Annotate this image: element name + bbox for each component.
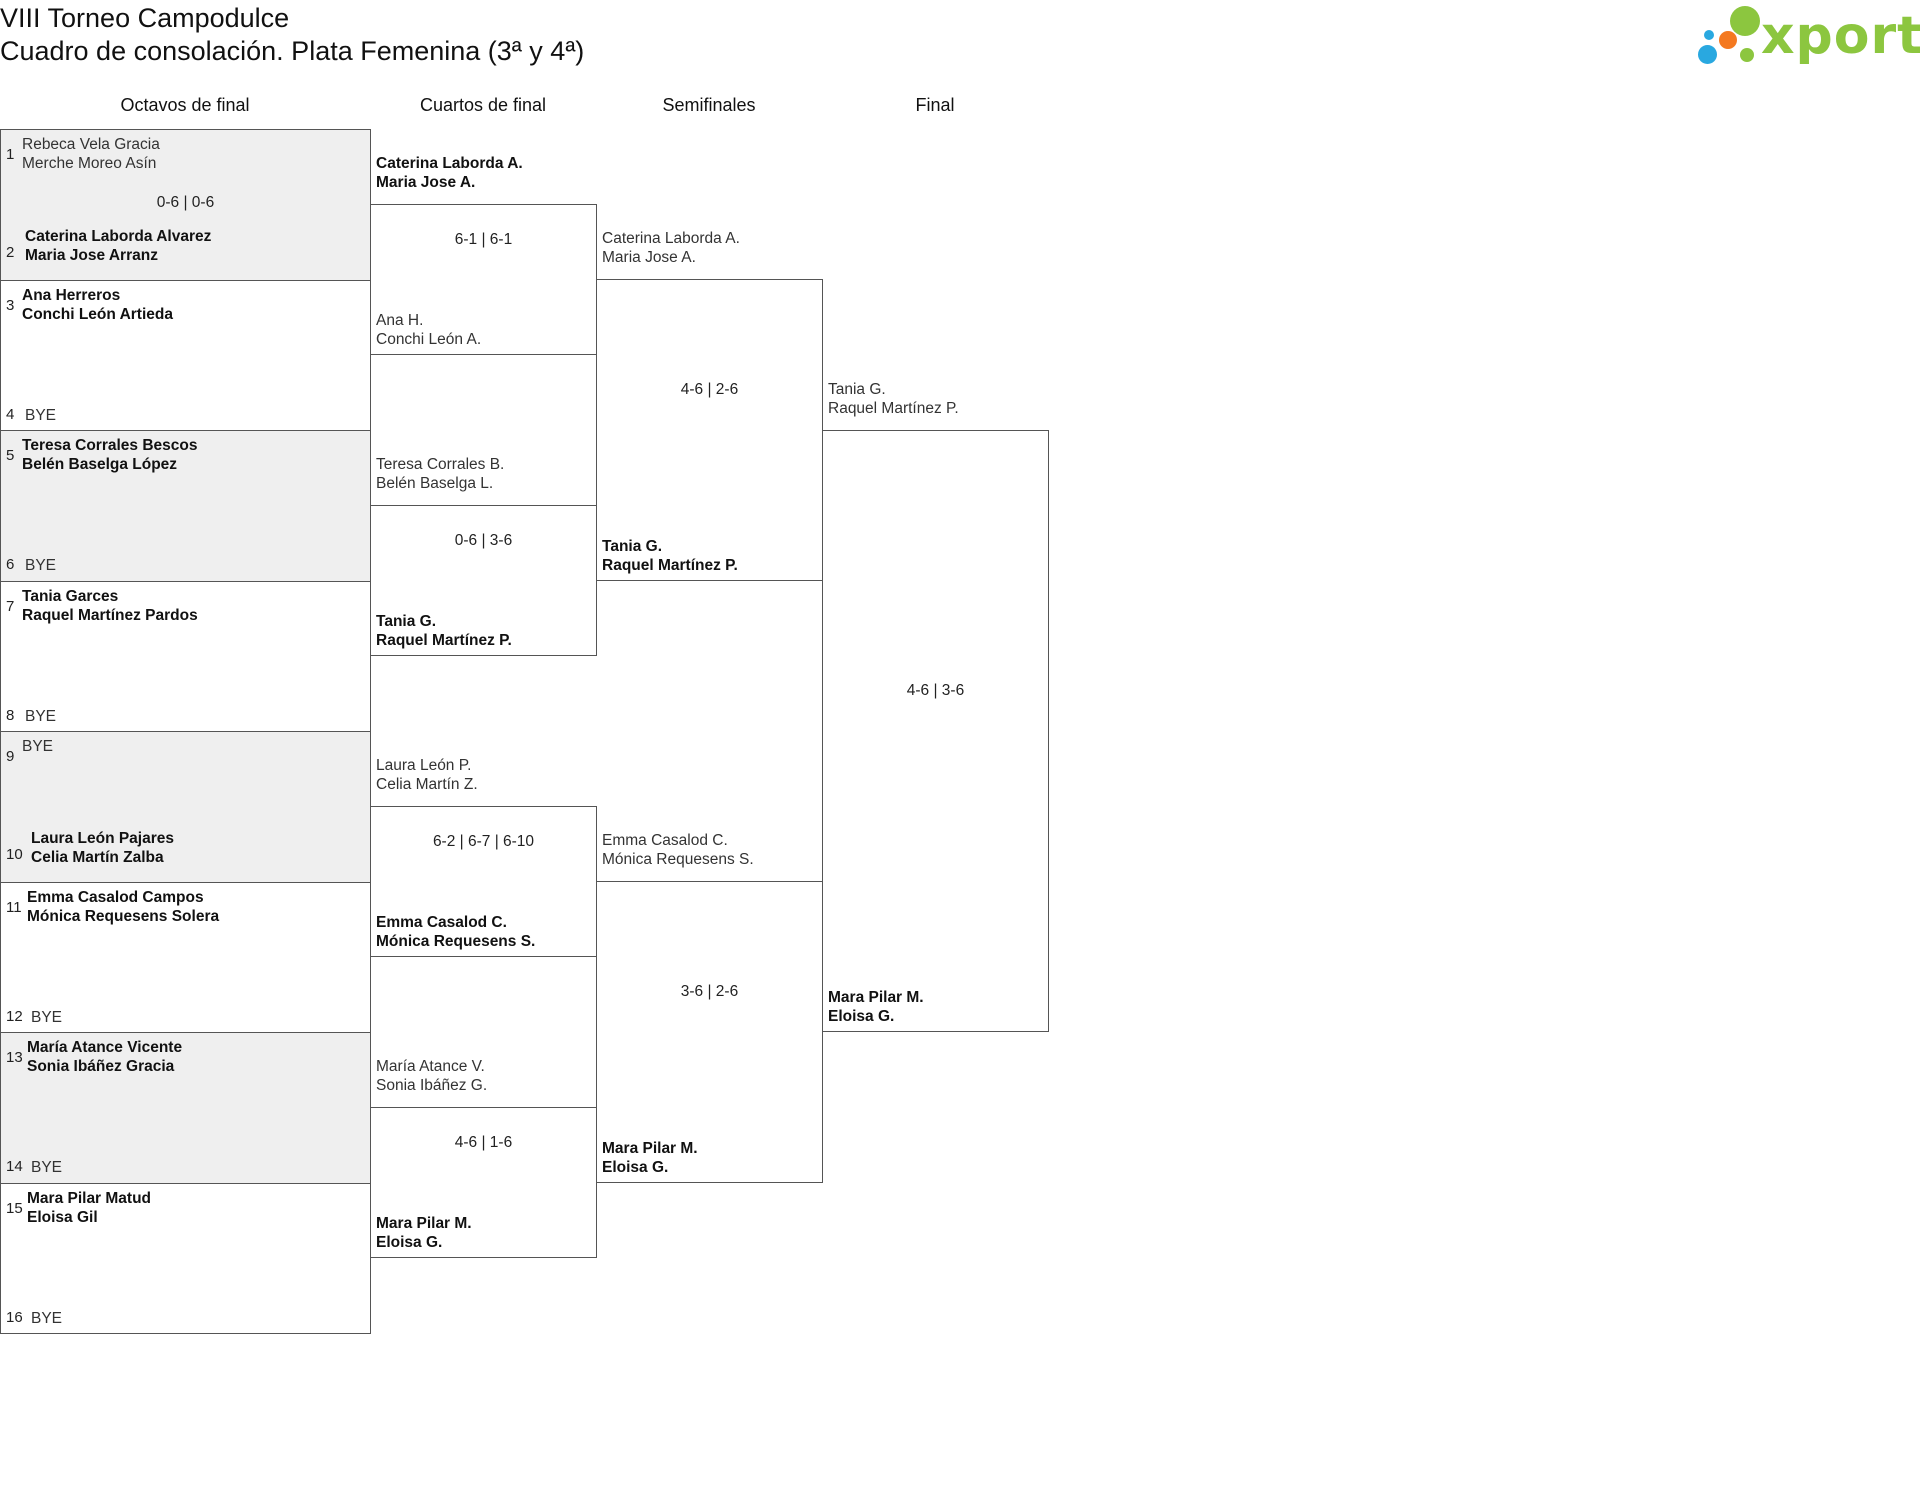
cuartos-score: 6-2 | 6-7 | 6-10 [432, 833, 535, 850]
octavos-match-box[interactable] [0, 1182, 371, 1334]
cuartos-team-b-player-2: Mónica Requesens S. [376, 933, 536, 950]
team-a-player-2: Sonia Ibáñez Gracia [27, 1058, 175, 1075]
semis-match-box[interactable] [596, 881, 823, 1183]
team-b-player-1: BYE [31, 1309, 63, 1327]
page-subtitle: Cuadro de consolación. Plata Femenina (3… [0, 36, 585, 66]
seed-number: 12 [6, 1007, 23, 1025]
cuartos-team-a-player-2: Celia Martín Z. [376, 776, 478, 793]
final-team-a-player-2: Raquel Martínez P. [828, 400, 959, 417]
seed-number: 8 [6, 706, 15, 724]
logo-dot-green [1730, 6, 1760, 36]
round-header-final: Final [915, 95, 955, 115]
team-a-player-1: BYE [22, 738, 54, 755]
team-a-player-2: Eloisa Gil [27, 1208, 98, 1226]
final-team-a-player-1: Tania G. [828, 381, 886, 398]
seed-number: 15 [6, 1199, 23, 1217]
final-team-b-player-2: Eloisa G. [828, 1008, 895, 1025]
team-a-player-2: Conchi León Artieda [22, 305, 173, 323]
cuartos-team-a-player-2: Belén Baselga L. [376, 475, 494, 492]
team-a-player-1: Teresa Corrales Bescos [22, 437, 198, 454]
octavos-match-box[interactable] [0, 129, 371, 281]
semis-score: 4-6 | 2-6 [680, 381, 739, 398]
round-header-cuartos: Cuartos de final [419, 95, 547, 115]
final-team-b-player-1: Mara Pilar M. [828, 989, 924, 1006]
cuartos-team-a-player-2: Maria Jose A. [376, 174, 476, 191]
cuartos-team-b-player-1: Mara Pilar M. [376, 1215, 472, 1232]
seed-number: 10 [6, 846, 23, 863]
semis-team-b-player-1: Tania G. [602, 538, 663, 555]
round-header-semis: Semifinales [662, 95, 756, 115]
seed-number: 6 [6, 556, 15, 573]
seed-number: 3 [6, 296, 15, 314]
team-a-player-1: Ana Herreros [22, 286, 121, 304]
round-header-octavos: Octavos de final [120, 95, 250, 115]
xporty-logo: xporty [1695, 2, 1920, 70]
team-b-player-1: Laura León Pajares [31, 830, 175, 847]
team-a-player-2: Belén Baselga López [22, 456, 178, 473]
team-b-player-1: BYE [25, 557, 57, 574]
team-b-player-1: BYE [31, 1008, 63, 1026]
team-b-player-1: Caterina Laborda Alvarez [25, 228, 212, 245]
page-title: VIII Torneo Campodulce [0, 3, 290, 33]
team-a-player-1: Mara Pilar Matud [27, 1189, 152, 1207]
seed-number: 2 [6, 244, 15, 261]
team-a-player-2: Raquel Martínez Pardos [22, 606, 198, 624]
cuartos-team-a-player-1: Caterina Laborda A. [376, 155, 523, 172]
seed-number: 4 [6, 405, 15, 423]
seed-number: 5 [6, 447, 15, 464]
semis-team-a-player-1: Emma Casalod C. [602, 832, 728, 849]
seed-number: 9 [6, 748, 15, 765]
team-a-player-2: Merche Moreo Asín [22, 155, 157, 172]
octavos-match-box[interactable] [0, 731, 371, 883]
team-b-player-2: Celia Martín Zalba [31, 849, 164, 866]
cuartos-team-b-player-2: Raquel Martínez P. [376, 632, 512, 649]
logo-dot-orange [1719, 31, 1737, 49]
seed-number: 11 [6, 898, 22, 916]
cuartos-team-a-player-1: Teresa Corrales B. [376, 456, 505, 473]
seed-number: 16 [6, 1308, 23, 1326]
team-a-player-1: Emma Casalod Campos [27, 888, 204, 906]
cuartos-team-a-player-1: Laura León P. [376, 757, 472, 774]
semis-team-a-player-1: Caterina Laborda A. [602, 230, 740, 247]
cuartos-team-a-player-2: Sonia Ibáñez G. [376, 1077, 488, 1094]
seed-number: 14 [6, 1158, 23, 1175]
semis-score: 3-6 | 2-6 [680, 983, 739, 1000]
team-b-player-1: BYE [25, 707, 57, 725]
cuartos-team-b-player-1: Ana H. [376, 312, 424, 329]
cuartos-score: 6-1 | 6-1 [454, 231, 513, 248]
final-score: 4-6 | 3-6 [906, 682, 965, 699]
cuartos-team-a-player-1: María Atance V. [376, 1058, 485, 1075]
team-a-player-1: Tania Garces [22, 587, 119, 605]
cuartos-team-b-player-1: Tania G. [376, 613, 437, 630]
cuartos-team-b-player-2: Conchi León A. [376, 331, 482, 348]
seed-number: 13 [6, 1049, 23, 1066]
team-b-player-1: BYE [31, 1159, 63, 1176]
logo-dot-blue [1698, 45, 1717, 64]
final-match-box[interactable] [822, 430, 1049, 1032]
team-b-player-2: Maria Jose Arranz [25, 247, 158, 264]
octavos-match-box[interactable] [0, 1032, 371, 1184]
seed-number: 7 [6, 597, 15, 615]
semis-team-b-player-2: Eloisa G. [602, 1159, 669, 1176]
team-a-player-1: Rebeca Vela Gracia [22, 136, 160, 153]
octavos-match-box[interactable] [0, 430, 371, 582]
team-a-player-1: María Atance Vicente [27, 1039, 183, 1056]
logo-dot-small-green [1740, 48, 1754, 62]
logo-dot-small-blue [1704, 30, 1714, 40]
seed-number: 1 [6, 146, 15, 163]
cuartos-score: 0-6 | 3-6 [454, 532, 513, 549]
team-a-player-2: Mónica Requesens Solera [27, 907, 220, 925]
semis-team-a-player-2: Mónica Requesens S. [602, 851, 754, 868]
semis-match-box[interactable] [596, 279, 823, 581]
team-b-player-1: BYE [25, 406, 57, 424]
logo-wordmark: xporty [1761, 6, 1920, 66]
cuartos-team-b-player-2: Eloisa G. [376, 1234, 443, 1251]
cuartos-team-b-player-1: Emma Casalod C. [376, 914, 507, 931]
semis-team-b-player-1: Mara Pilar M. [602, 1140, 698, 1157]
match-score: 0-6 | 0-6 [156, 194, 215, 211]
semis-team-a-player-2: Maria Jose A. [602, 249, 696, 266]
cuartos-score: 4-6 | 1-6 [454, 1134, 513, 1151]
semis-team-b-player-2: Raquel Martínez P. [602, 557, 738, 574]
